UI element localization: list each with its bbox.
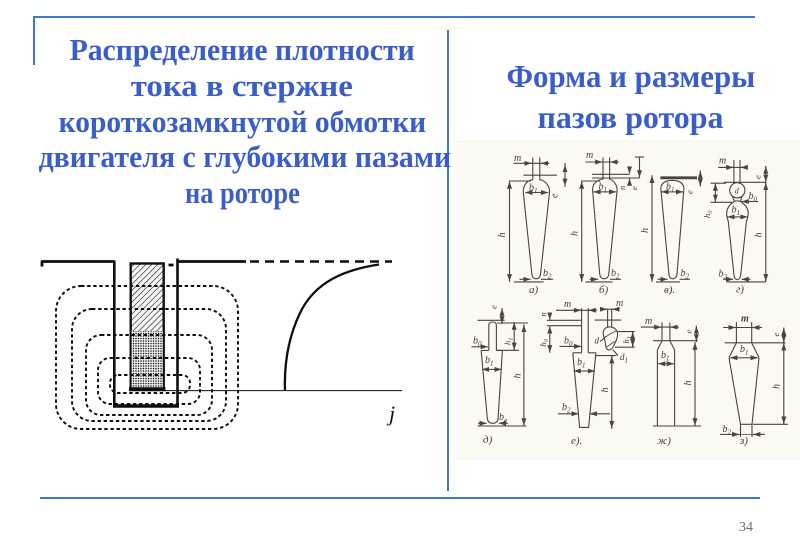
svg-text:а): а) xyxy=(529,284,539,296)
svg-text:m: m xyxy=(741,314,749,325)
svg-text:ж): ж) xyxy=(657,435,671,447)
svg-text:h0: h0 xyxy=(702,210,714,218)
svg-text:г): г) xyxy=(736,284,744,296)
svg-text:b1: b1 xyxy=(732,205,741,218)
svg-text:b0: b0 xyxy=(473,336,482,349)
svg-text:h1: h1 xyxy=(503,338,515,346)
svg-text:n: n xyxy=(617,186,627,190)
svg-text:b1: b1 xyxy=(599,182,608,195)
svg-text:h: h xyxy=(754,233,765,238)
svg-text:b2: b2 xyxy=(681,268,690,281)
svg-text:b1: b1 xyxy=(740,344,749,357)
svg-text:b2: b2 xyxy=(562,402,571,415)
svg-text:m: m xyxy=(564,299,571,310)
svg-text:b1: b1 xyxy=(577,357,586,370)
svg-text:d1: d1 xyxy=(620,352,628,365)
svg-text:д): д) xyxy=(483,434,493,446)
svg-text:h0: h0 xyxy=(538,338,550,346)
svg-text:m: m xyxy=(586,150,593,161)
svg-text:e: e xyxy=(753,175,763,179)
svg-text:з): з) xyxy=(739,435,748,447)
svg-text:b1: b1 xyxy=(666,182,675,195)
svg-text:b1: b1 xyxy=(485,355,494,368)
svg-text:b0: b0 xyxy=(564,336,573,349)
svg-text:б): б) xyxy=(599,284,609,296)
svg-text:n: n xyxy=(538,312,548,316)
svg-text:j: j xyxy=(386,401,395,426)
svg-text:h: h xyxy=(513,374,524,379)
svg-text:h: h xyxy=(772,384,783,389)
svg-text:h: h xyxy=(600,388,611,393)
svg-text:d: d xyxy=(735,186,740,196)
svg-text:в).: в). xyxy=(664,284,675,296)
svg-text:h: h xyxy=(640,228,651,233)
svg-text:e: e xyxy=(550,193,561,198)
svg-text:m: m xyxy=(616,298,623,309)
svg-text:h: h xyxy=(570,231,581,236)
svg-text:d: d xyxy=(595,336,600,346)
svg-text:b2: b2 xyxy=(543,268,552,281)
svg-text:m: m xyxy=(645,316,652,327)
svg-text:e: e xyxy=(629,186,639,190)
svg-text:e: e xyxy=(489,305,499,309)
svg-text:b2: b2 xyxy=(719,269,728,282)
svg-text:b0: b0 xyxy=(749,191,758,204)
svg-text:b1: b1 xyxy=(529,183,538,196)
svg-text:m: m xyxy=(514,153,521,164)
svg-text:e: e xyxy=(684,330,694,334)
svg-text:b2: b2 xyxy=(723,424,732,437)
svg-text:h1: h1 xyxy=(621,336,633,344)
svg-text:bв: bв xyxy=(499,412,507,425)
svg-text:m: m xyxy=(719,156,726,167)
svg-text:h: h xyxy=(683,381,694,386)
svg-text:h: h xyxy=(497,233,508,238)
svg-text:b1: b1 xyxy=(661,350,670,363)
svg-text:е).: е). xyxy=(571,435,582,447)
svg-text:b2: b2 xyxy=(611,268,620,281)
svg-text:e: e xyxy=(771,333,781,337)
svg-text:e: e xyxy=(685,190,695,194)
